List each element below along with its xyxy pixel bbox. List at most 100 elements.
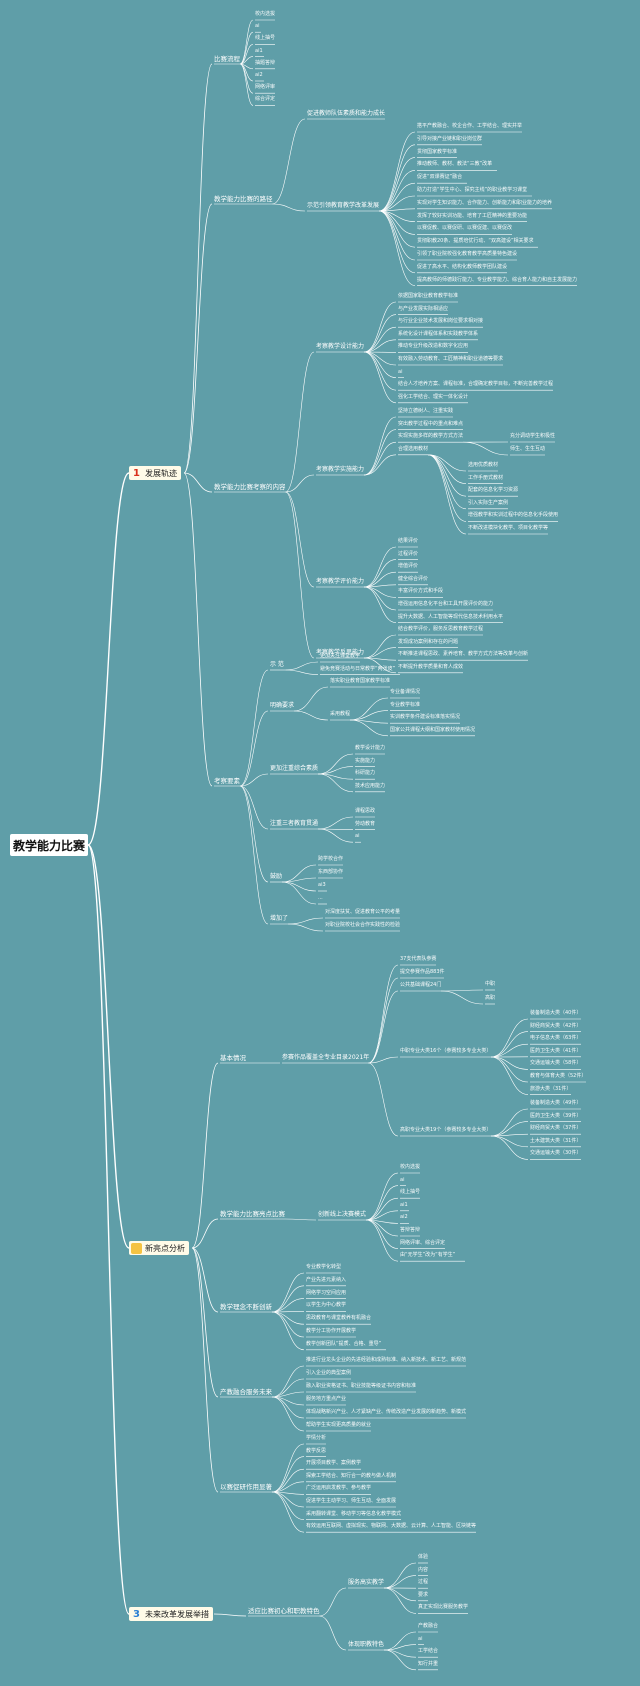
zzsqjy_items-item[interactable]: 课程思政 [355,808,376,814]
cjrh_items-item[interactable]: 推进行业龙头企业的先进经验和成熟标准、纳入新技术、新工艺、新规范 [306,1357,467,1363]
fs_items-item[interactable]: 结合教学评价，服务反思教育教学过程 [398,626,484,632]
zz_items-item[interactable]: 医药卫生大类（41件） [530,1047,582,1054]
sj_items-item[interactable]: 系统化设计课程体系和实践教学体系 [398,330,479,337]
fs_items-item[interactable]: 不断推进课程思政、素养培育、教学方式方法等改革与创新 [398,651,529,658]
mqyq-sub-item[interactable]: 专业教学标准 [390,701,421,708]
cjrh_items-item[interactable]: 引入企业的典型案例 [306,1370,352,1376]
main-branch-2[interactable]: 2 新亮点分析 [129,1241,189,1255]
tgjs_items-item[interactable]: 过程 [418,1579,429,1586]
l2-ss[interactable]: 考察教学实施能力 [316,466,365,473]
cuoshi_items-item[interactable]: ai3 [318,882,326,888]
sj_items-item[interactable]: 推动专业升级改造和数字化应用 [398,343,469,350]
ss-sub2-item[interactable]: 配套的信息化学习资源 [468,487,519,494]
sj_items-item[interactable]: 与产业发展实际相适应 [398,305,449,312]
cuoshi_items-item[interactable]: 跨学校合作 [318,856,344,862]
sfyl_items-item[interactable]: 贯彻国家教学标准 [417,148,458,155]
ss-sub2-item[interactable]: 引入实际生产案例 [468,499,509,506]
ylxs_items-item[interactable]: 采用翻转课堂、移动学习等信息化教学模式 [306,1510,402,1517]
ylxs_items-item[interactable]: 促进学生主动学习、师生互动、全面发展 [306,1498,397,1504]
sj_items-item[interactable]: 有效融入劳动教育、工匠精神和职业道德等要求 [398,356,504,362]
cxxs_items-item[interactable]: ai [400,1176,405,1183]
zz_items-item[interactable]: 交通运输大类（58件） [530,1060,582,1067]
zz_items-item[interactable]: 电子信息大类（63件） [530,1035,582,1042]
cxxs_items-item[interactable]: 答辩答辩 [400,1227,421,1233]
sfyl_items-item[interactable]: 搭平产教融合、校企合作、工学结合、理实并举 [417,123,523,129]
sszl_items-item[interactable]: 校内选拔 [255,11,276,17]
gjzzs_items-item[interactable]: 教学设计能力 [355,745,386,751]
sfyl_items-item[interactable]: 引导对接产业链和职业岗位群 [417,135,483,142]
ss_items-item[interactable]: 合理选用教材 [398,445,429,452]
sfyl_items-item[interactable]: 以赛促教、以赛促研、以赛促建、以赛促改 [417,225,513,232]
ylxs_items-item[interactable]: 广泛运用启发教学、参与教学 [306,1485,372,1492]
l2-tsjs[interactable]: 促进教师队伍素质和能力成长 [307,110,386,117]
cxxs_items-item[interactable]: ai2 [400,1214,408,1221]
l1-jxln[interactable]: 教学理念不断创新 [220,1303,272,1311]
mqyq_items-item[interactable]: 采用教程 [330,711,351,717]
sszl_items-item[interactable]: 网络评审 [255,84,276,91]
gz_items-item[interactable]: 装备制造大类（49件） [530,1100,582,1106]
l1-jbqk[interactable]: 基本情况 [220,1054,246,1062]
l1-cjrh[interactable]: 产教融合服务未来 [220,1388,272,1396]
zz_items-item[interactable]: 旅游大类（31件） [530,1085,572,1092]
ylxs_items-item[interactable]: 教学反思 [306,1447,327,1454]
tgjs_items-item[interactable]: 要求 [418,1591,429,1598]
gjzzs_items-item[interactable]: 实施能力 [355,757,376,764]
sj_items-item[interactable]: 与行业企业技术发展和岗位要求相对接 [398,318,484,325]
sj_items-item[interactable]: ai [398,368,403,375]
zz_items-item[interactable]: 教育与体育大类（52件） [530,1073,587,1079]
sj_items-item[interactable]: 依据国家职业教育教学标准 [398,293,459,299]
cuoshi_items-item[interactable]: 东西部协作 [318,869,344,875]
ss-sub2-item[interactable]: 工作手册式教材 [468,474,504,481]
sfyl_items-item[interactable]: 促进“双课赛证”融合 [417,174,463,181]
sszl_items-item[interactable]: ai1 [255,47,263,54]
ss2_items-item[interactable]: 避免竞赛活动与日常教学“两张皮” [320,665,396,672]
fs_items-item[interactable]: 发现成功案例和存在的问题 [398,638,459,645]
tgjs_items-item[interactable]: 内容 [418,1566,429,1573]
pj_items-item[interactable]: 健全综合评价 [398,575,429,582]
l1-ylxs[interactable]: 以赛促研作用显著 [220,1483,272,1491]
zzsqjy_items-item[interactable]: 劳动教育 [355,820,376,827]
cjrh_items-item[interactable]: 帮助学生实现更高质量的就业 [306,1422,372,1428]
zz_items-item[interactable]: 财经商贸大类（42件） [530,1022,582,1029]
sj_items-item[interactable]: 结合人才培养方案、课程标准，合理确定教学目标，不断完善教学过程 [398,381,554,388]
jiaqiang_items-item[interactable]: 对深度扶贫、促进教育公平的考量 [325,909,401,915]
mqyq-sub-item[interactable]: 国家公共课程大纲和国家教材使用情况 [390,726,476,733]
cssl_head-item[interactable]: 提交参赛作品883件 [400,969,445,975]
l1-jxnl[interactable]: 教学能力比赛的路径 [214,195,273,203]
l2-fs[interactable]: 考察教学反思能力 [316,649,365,656]
pj_items-item[interactable]: 结果评价 [398,538,419,544]
pj_items-item[interactable]: 过程评价 [398,550,419,557]
cxxs_items-item[interactable]: ai1 [400,1201,408,1208]
cssl_head-item[interactable]: 公共基础课程24门 [400,982,442,988]
ylxs_items-item[interactable]: 有效运用互联网、虚拟现实、物联网、大数据、云计算、人工智能、区块链等 [306,1523,477,1530]
sfyl_items-item[interactable]: 提高教师的师德践行能力、专业教学能力、综合育人能力和自主发展能力 [417,276,578,283]
main-branch-1[interactable]: 1 发展轨迹 [129,466,181,480]
jxln_items-item[interactable]: 教学分工协作开展教学 [306,1328,357,1334]
jxln_items-item[interactable]: 专业教学化转型 [306,1264,342,1270]
sj_items-item[interactable]: 强化工学结合、理实一体化设计 [398,393,469,400]
l2-sfyl[interactable]: 示范引领教育教学改革发展 [307,202,380,209]
gjzzs_items-item[interactable]: 技术应用能力 [355,782,386,789]
l2-cxxs[interactable]: 创新线上决赛模式 [318,1211,367,1218]
sszl_items-item[interactable]: ai [255,23,260,30]
sfyl_items-item[interactable]: 引领了职业院校强化教育教学高质量特色建设 [417,251,518,257]
l2-ss2[interactable]: 示 范 [270,661,284,668]
l1-kcnr[interactable]: 教学能力比赛考察的内容 [214,483,286,491]
cjrh_items-item[interactable]: 融入职业资格证书、职业技能等级证书内容和标准 [306,1383,417,1389]
gz_items-item[interactable]: 财经商贸大类（37件） [530,1125,582,1132]
cjrh_items-item[interactable]: 体现战略新兴产业、人才紧缺产业、传统改造产业发展的新趋势、新模式 [306,1409,467,1415]
jxln_items-item[interactable]: 网络学习空间应用 [306,1289,347,1296]
jxln_items-item[interactable]: 产业先进元素纳入 [306,1276,347,1283]
mqyq_items-item[interactable]: 落实职业教育国家教学标准 [330,678,391,684]
sfyl_items-item[interactable]: 实现对学生知识能力、合作能力、创新能力和职业能力的培养 [417,199,553,206]
zhjs_items-item[interactable]: 工学结合 [418,1648,439,1655]
jxln_items-item[interactable]: 教学创新团队“提质、合格、重导” [306,1340,382,1347]
sfyl_items-item[interactable]: 促进了高水平、结构化教师教学团队建设 [417,263,508,270]
zhjs_items-item[interactable]: 知行并重 [418,1660,439,1667]
l2-jxjs[interactable]: 服务高实教学 [348,1579,385,1586]
ggjc-item[interactable]: 高职 [485,995,496,1001]
fs_items-item[interactable]: 不断提升教学质量和育人成效 [398,663,464,670]
tgjs_items-item[interactable]: 体验 [418,1554,429,1560]
mqyq-sub-item[interactable]: 专业备课情况 [390,689,421,695]
gz_items-item[interactable]: 土木建筑大类（31件） [530,1137,582,1144]
